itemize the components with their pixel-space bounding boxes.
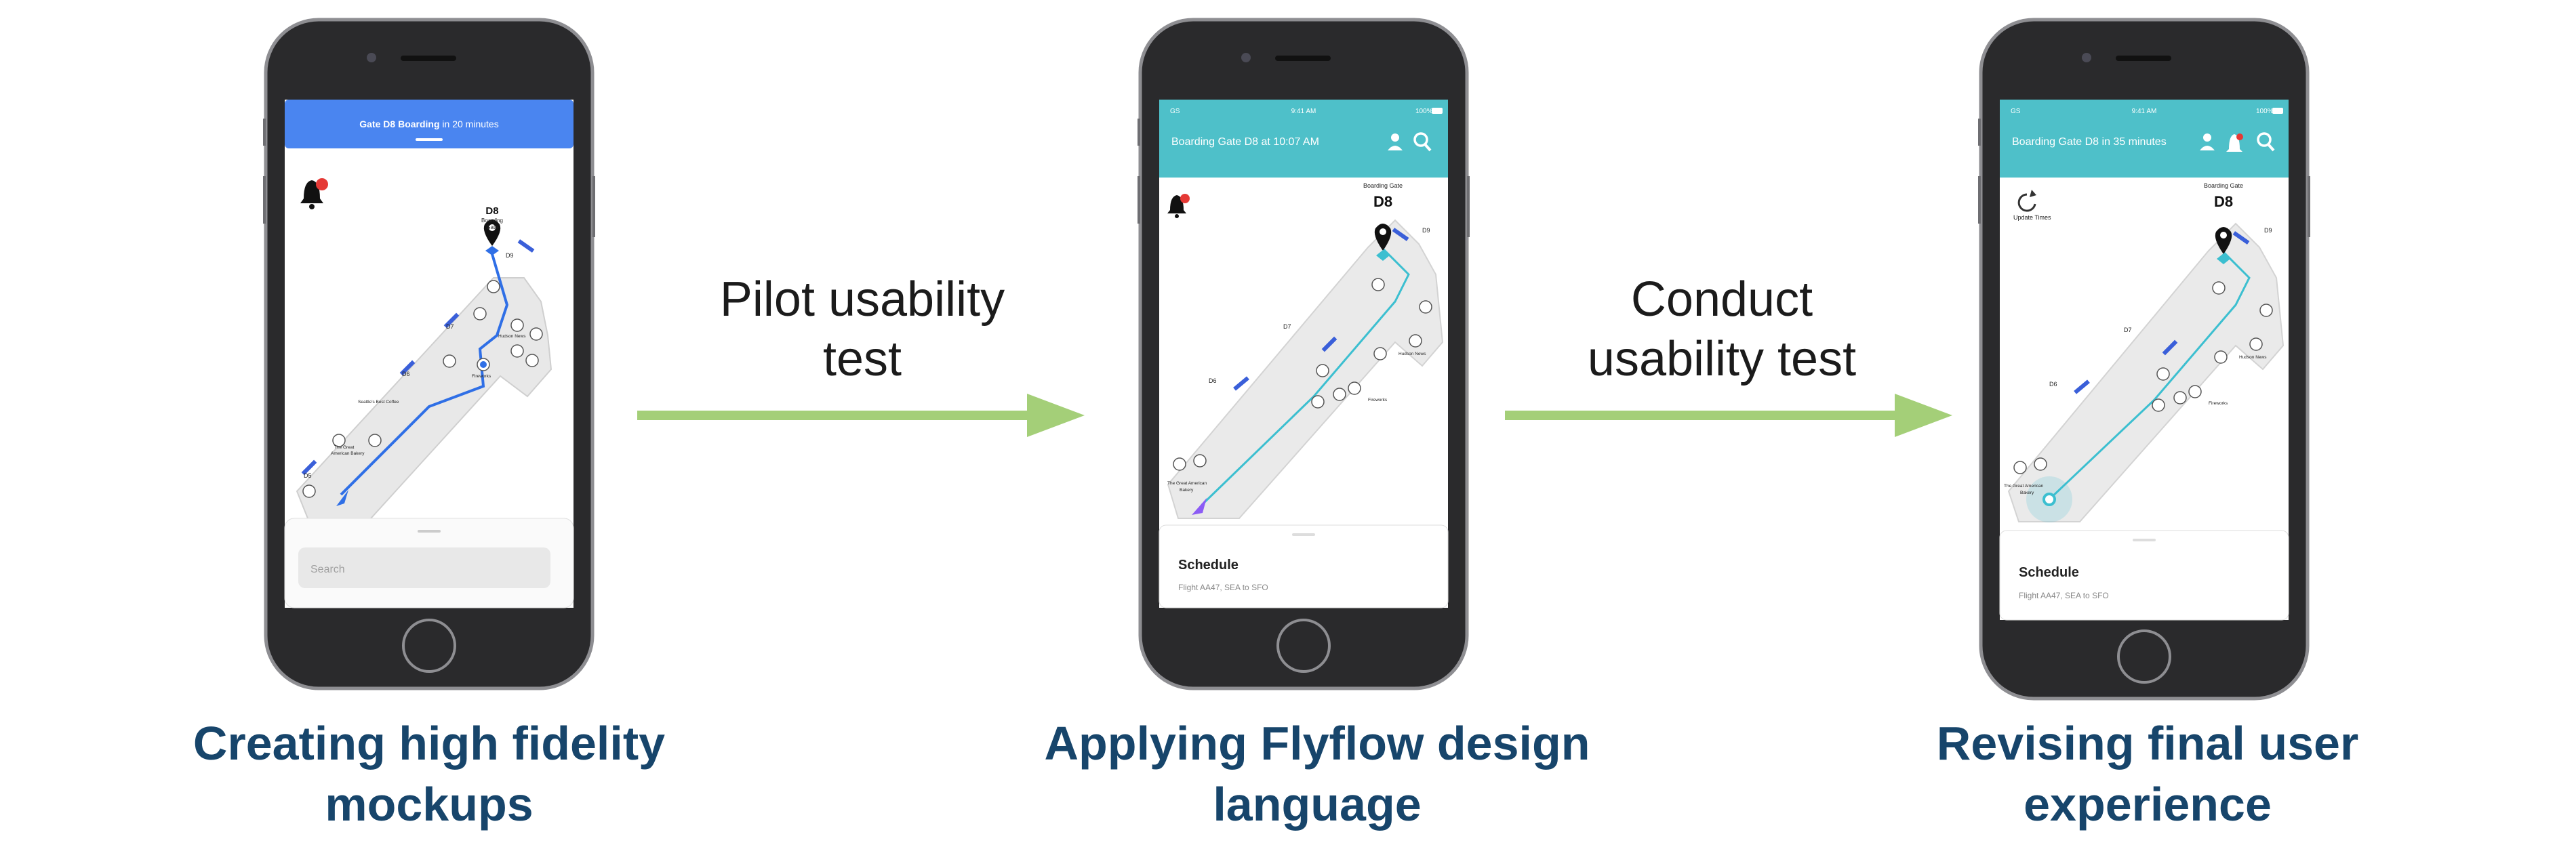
- svg-text:Gate D8 Boarding in 20 minutes: Gate D8 Boarding in 20 minutes: [359, 119, 498, 129]
- steps-2-screen-sheet-title: Schedule: [2019, 565, 2079, 580]
- steps-2-screen-gate-labels-2: D6: [2049, 381, 2057, 388]
- steps-2-screen-gate: D8: [2214, 193, 2233, 210]
- steps-1-caption-lines-1: language: [1213, 778, 1422, 831]
- route-line: [2048, 251, 2251, 501]
- arrow-1: [637, 394, 1085, 437]
- boarding-banner[interactable]: [285, 100, 573, 148]
- steps-2-screen-place-labels-1: Fireworks: [2209, 401, 2228, 406]
- search-input[interactable]: [298, 547, 550, 588]
- steps-2-screen-place-labels-3: Bakery: [2020, 491, 2034, 495]
- steps-0-screen-gate-sub-2: Gate: [486, 224, 498, 230]
- transitions-1-label-lines-1: usability test: [1587, 332, 1857, 386]
- steps-1-screen-place-labels-0: Hudson News: [1398, 352, 1426, 356]
- steps-1-screen-sheet-title: Schedule: [1178, 558, 1239, 573]
- gate-pin-icon: [2215, 227, 2232, 264]
- search-icon[interactable]: [1413, 132, 1432, 152]
- steps-0-screen-banner-rest: in 20 minutes: [440, 119, 499, 129]
- steps-2-screen-sheet-sub: Flight AA47, SEA to SFO: [2019, 591, 2109, 600]
- steps-2-screen-gate-labels-0: D9: [2264, 227, 2272, 234]
- steps-0-screen-gate-labels-1: D7: [446, 323, 454, 330]
- home-button[interactable]: [1276, 619, 1331, 673]
- phone-mockup-1: Gate D8 Boarding in 20 minutes: [263, 18, 595, 690]
- steps-2-screen-place-labels-0: Hudson News: [2239, 355, 2267, 360]
- steps-1-screen-status-right: 100%: [1415, 108, 1433, 115]
- notification-bell-icon[interactable]: [2226, 133, 2243, 152]
- steps-0-screen-place-labels-4: American Bakery: [331, 451, 365, 456]
- steps-1-screen-gate-caption: Boarding Gate: [1363, 182, 1403, 189]
- home-button[interactable]: [402, 619, 456, 673]
- steps-1-screen-place-labels-1: Fireworks: [1368, 398, 1388, 402]
- gate-pin-icon: [1374, 224, 1392, 261]
- transitions-1-label-lines-0: Conduct: [1630, 272, 1813, 327]
- profile-icon[interactable]: [2200, 133, 2215, 150]
- steps-0-screen-banner-bold: Gate D8 Boarding: [359, 119, 439, 129]
- steps-0-screen-gate: D8: [485, 205, 498, 217]
- steps-0-screen-place-labels-0: Hudson News: [498, 334, 526, 339]
- update-times-label: Update Times: [2013, 214, 2051, 221]
- steps-1-caption-lines-0: Applying Flyflow design: [1044, 717, 1590, 770]
- transitions-0-label-lines-1: test: [822, 332, 902, 386]
- phone-mockup-2: GS 9:41 AM 100% Boarding Gate D8 at 10:0…: [1138, 18, 1470, 690]
- gate-pin-icon: [483, 220, 501, 255]
- bottom-sheet[interactable]: [1159, 524, 1449, 608]
- steps-1-screen-place-labels-2: The Great American: [1167, 481, 1207, 486]
- steps-1-screen-place-labels-3: Bakery: [1180, 488, 1194, 493]
- step-caption-1: Creating high fidelity mockups: [151, 713, 707, 835]
- step-caption-2: Applying Flyflow design language: [1039, 713, 1595, 835]
- steps-2-screen-status-right: 100%: [2256, 108, 2274, 115]
- notification-bell-icon[interactable]: [300, 178, 328, 209]
- transitions-0-label-lines-0: Pilot usability: [719, 272, 1005, 327]
- transition-label-2: Conduct usability test: [1518, 270, 1925, 389]
- arrow-2: [1505, 394, 1952, 437]
- search-icon[interactable]: [2257, 132, 2275, 152]
- steps-2-screen-status-left: GS: [2011, 108, 2021, 115]
- steps-0-screen-place-labels-2: Seattle's Best Coffee: [358, 400, 399, 405]
- header-title: Boarding Gate D8 at 10:07 AM: [1171, 136, 1319, 148]
- steps-0-screen-gate-sub-1: Boarding: [481, 218, 503, 224]
- user-location-arrow-icon: [336, 490, 348, 506]
- steps-1-screen-status-left: GS: [1170, 108, 1180, 115]
- profile-icon[interactable]: [1388, 133, 1403, 150]
- user-location-arrow-icon: [1192, 498, 1207, 515]
- bottom-sheet[interactable]: [1999, 530, 2289, 621]
- steps-0-caption-lines-0: Creating high fidelity: [193, 717, 666, 770]
- steps-2-caption-lines-0: Revising final user: [1936, 717, 2359, 770]
- notification-bell-icon[interactable]: [1167, 194, 1190, 218]
- header-title: Boarding Gate D8 in 35 minutes: [2012, 136, 2167, 148]
- step-caption-3: Revising final user experience: [1870, 713, 2426, 835]
- steps-2-screen-status-time: 9:41 AM: [2132, 108, 2157, 115]
- steps-0-caption-lines-1: mockups: [325, 778, 534, 831]
- route-line: [340, 253, 509, 496]
- steps-1-screen-sheet-sub: Flight AA47, SEA to SFO: [1178, 583, 1268, 592]
- route-line: [1201, 247, 1410, 506]
- steps-1-screen-gate-labels-0: D9: [1422, 227, 1430, 234]
- steps-1-screen-status-time: 9:41 AM: [1291, 108, 1316, 115]
- refresh-icon[interactable]: [2017, 190, 2036, 212]
- phone-mockup-3: GS 9:41 AM 100% Boarding Gate D8 in 35 m…: [1978, 18, 2310, 701]
- steps-0-screen-gate-labels-3: D5: [304, 472, 312, 479]
- steps-0-screen-gate-labels-2: D6: [402, 371, 410, 377]
- steps-0-screen-place-labels-3: The Great: [334, 445, 354, 450]
- steps-2-caption-lines-1: experience: [2024, 778, 2272, 831]
- steps-1-screen-gate: D8: [1373, 193, 1392, 210]
- steps-1-screen-gate-labels-2: D6: [1209, 377, 1217, 384]
- home-button[interactable]: [2117, 629, 2171, 684]
- steps-0-screen-place-labels-1: Fireworks: [472, 374, 491, 379]
- transition-label-1: Pilot usability test: [659, 270, 1066, 389]
- steps-0-screen-gate-labels-0: D9: [506, 252, 514, 259]
- steps-0-screen-search-placeholder: Search: [310, 564, 345, 575]
- steps-2-screen-gate-caption: Boarding Gate: [2204, 182, 2243, 189]
- steps-1-screen-gate-labels-1: D7: [1283, 323, 1291, 330]
- steps-2-screen-gate-labels-1: D7: [2124, 327, 2132, 333]
- steps-2-screen-place-labels-2: The Great American: [2004, 484, 2044, 489]
